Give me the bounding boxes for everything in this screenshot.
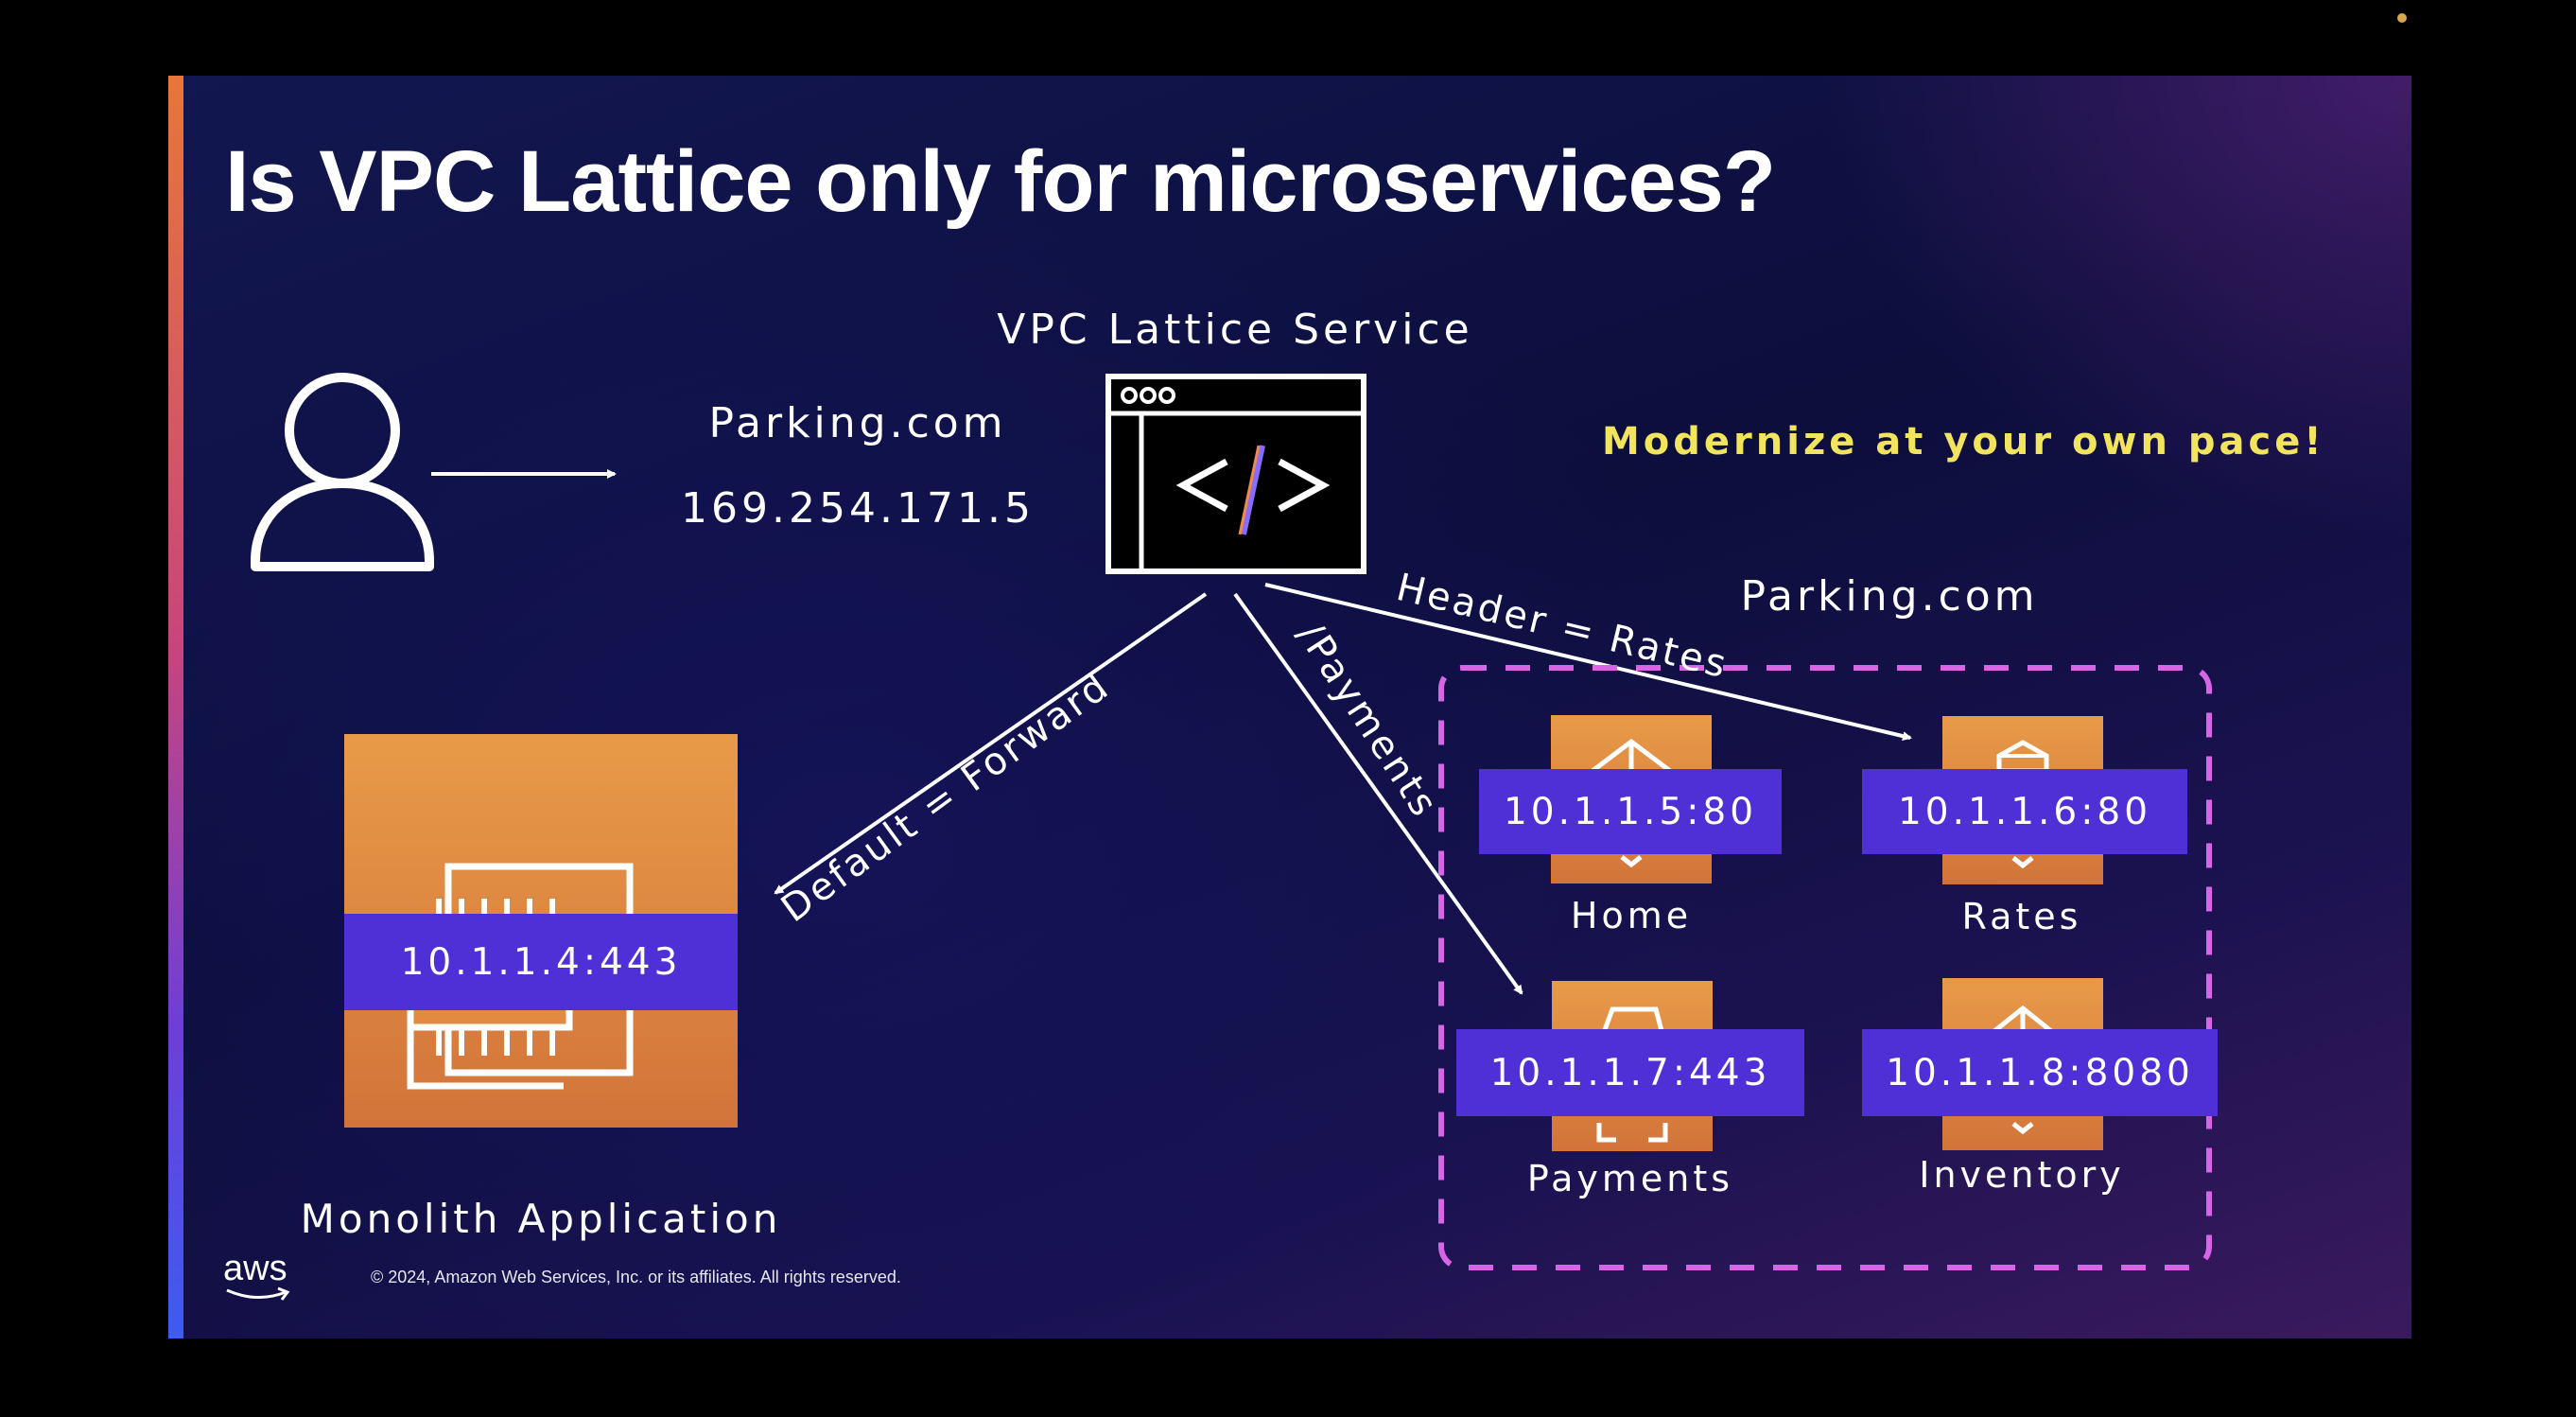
payments-service-icon [1596, 1006, 1668, 1143]
client-domain-label: Parking.com [708, 399, 1007, 447]
home-address-chip: 10.1.1.5:80 [1479, 769, 1782, 854]
payments-route-arrow [1233, 592, 1523, 995]
recording-indicator-dot [2397, 13, 2407, 23]
home-service-label: Home [1570, 895, 1693, 936]
rates-service-label: Rates [1961, 896, 2082, 937]
inventory-service-label: Inventory [1919, 1154, 2125, 1196]
monolith-label: Monolith Application [300, 1196, 782, 1242]
code-window-icon [1105, 374, 1366, 574]
header-route-arrow [1264, 583, 1912, 742]
accent-bar [168, 76, 183, 1338]
monolith-address-chip: 10.1.1.4:443 [344, 914, 738, 1010]
diagram-connectors [431, 469, 2212, 1270]
payments-service-label: Payments [1526, 1158, 1734, 1199]
rates-service-icon [1996, 740, 2049, 869]
client-ip-label: 169.254.171.5 [681, 484, 1035, 533]
inventory-address-chip: 10.1.1.8:8080 [1862, 1029, 2218, 1116]
payments-address-chip: 10.1.1.7:443 [1456, 1029, 1804, 1116]
rates-address-chip: 10.1.1.6:80 [1862, 769, 2187, 854]
microservices-group-border [1438, 665, 2212, 1270]
aws-logo-text: aws [223, 1249, 287, 1288]
lattice-service-label: VPC Lattice Service [997, 306, 1473, 354]
copyright-notice: © 2024, Amazon Web Services, Inc. or its… [371, 1268, 901, 1286]
aws-smile-icon [226, 1286, 290, 1301]
aws-logo: aws [223, 1249, 290, 1301]
home-service-icon [1587, 738, 1676, 868]
slide: Is VPC Lattice only for microservices? P… [168, 76, 2411, 1338]
microservices-group-label: Parking.com [1740, 572, 2039, 621]
modernize-callout: Modernize at your own pace! [1602, 420, 2325, 464]
slide-title: Is VPC Lattice only for microservices? [225, 133, 1776, 230]
default-route-arrow [774, 592, 1208, 895]
user-icon [251, 373, 434, 571]
